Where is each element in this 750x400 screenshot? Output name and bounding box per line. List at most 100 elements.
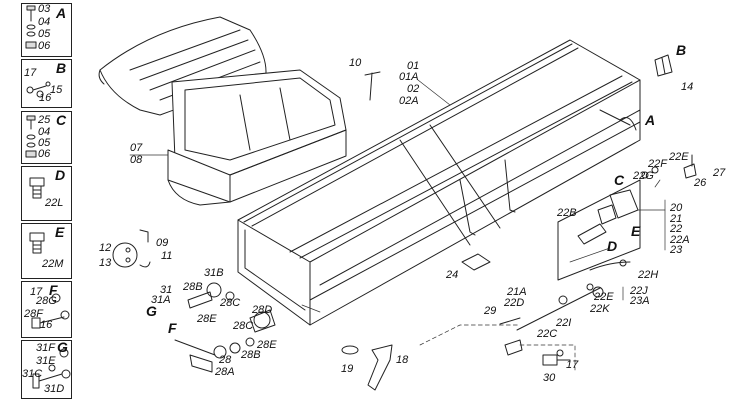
label-22a: 22A [670, 234, 690, 246]
label-22i: 22I [556, 317, 572, 329]
label-28b: 28B [183, 281, 203, 293]
cover-plate [461, 253, 491, 271]
inset-g-part-3: 31C [22, 368, 43, 380]
inset-f-part-4: 16 [40, 319, 53, 331]
inset-box-d [21, 166, 72, 221]
label-12: 12 [99, 242, 112, 254]
label-01a: 01A [399, 71, 419, 83]
label-24: 24 [446, 269, 459, 281]
label-31: 31 [160, 284, 173, 296]
label-22g: 22G [633, 170, 654, 182]
label-30: 30 [543, 372, 556, 384]
label-07: 07 [130, 142, 143, 154]
label-11: 11 [161, 250, 173, 262]
leader-lines [129, 79, 666, 371]
label-18: 18 [396, 354, 409, 366]
label-13: 13 [99, 257, 112, 269]
label-28e-2: 28E [257, 339, 277, 351]
bolt-spacer-icon-g [32, 348, 71, 389]
inset-a-letter: A [56, 5, 67, 21]
inset-f-part-1: 17 [30, 286, 43, 298]
label-02a: 02A [399, 95, 419, 107]
label-22e-top: 22E [669, 151, 689, 163]
inset-f-letter: F [49, 282, 58, 298]
pin-icon [364, 71, 381, 101]
label-22b: 22B [557, 207, 577, 219]
label-letter-a-main: A [645, 112, 656, 128]
label-31b: 31B [204, 267, 224, 279]
inset-d-part: 22L [45, 197, 64, 209]
inset-a-part-4: 06 [38, 40, 51, 52]
label-21a: 21A [507, 286, 527, 298]
inset-b-part-1: 17 [24, 67, 37, 79]
inset-b-letter: B [56, 60, 67, 76]
label-28d: 28D [252, 304, 273, 316]
inset-c-letter: C [56, 112, 67, 128]
label-22d: 22D [504, 297, 525, 309]
label-28b-2: 28B [241, 349, 261, 361]
inset-g-letter: G [57, 339, 68, 355]
inset-b-part-2: 15 [50, 84, 63, 96]
inset-e-part: 22M [42, 258, 64, 270]
label-22e-low: 22E [594, 291, 614, 303]
label-08: 08 [130, 154, 143, 166]
label-09: 09 [156, 237, 169, 249]
inset-box-e [21, 223, 72, 279]
spreader-frame [237, 39, 641, 326]
label-22k: 22K [590, 303, 610, 315]
bolt-washer-nut-icon-c [25, 115, 37, 158]
drive-shaft [557, 179, 641, 281]
label-22j: 22J [630, 285, 648, 297]
inset-g-part-1: 31F [36, 342, 55, 354]
bracket-icon [654, 54, 673, 77]
inset-a-part-2: 04 [38, 16, 51, 28]
inset-f-part-3: 28F [24, 308, 43, 320]
inset-g-part-2: 31E [36, 355, 56, 367]
inset-c-part-4: 06 [38, 148, 51, 160]
label-23: 23 [670, 244, 683, 256]
inset-e-letter: E [55, 224, 65, 240]
label-letter-c-main: C [614, 172, 625, 188]
bolt-spacer-icon [31, 293, 70, 329]
label-28: 28 [219, 354, 232, 366]
inset-g-part-4: 31D [44, 383, 65, 395]
bolt-icon [26, 81, 51, 98]
label-28a: 28A [215, 366, 235, 378]
label-22f: 22F [648, 158, 667, 170]
inset-c-part-3: 05 [38, 137, 51, 149]
auger-parts [499, 283, 604, 366]
label-28c-2: 28C [233, 320, 254, 332]
label-26: 26 [694, 177, 707, 189]
label-28c: 28C [220, 297, 241, 309]
bolt-washer-nut-icon [25, 5, 37, 49]
label-letter-e-main: E [631, 223, 641, 239]
label-22: 22 [670, 223, 683, 235]
inset-c-part-1: 25 [38, 114, 51, 126]
discharge-chute [341, 344, 393, 391]
label-19: 19 [341, 363, 354, 375]
inset-a-part-1: 03 [38, 3, 51, 15]
latch-parts [112, 229, 151, 268]
label-21: 21 [670, 213, 683, 225]
label-22h: 22H [638, 269, 659, 281]
label-28e: 28E [197, 313, 217, 325]
inset-d-letter: D [55, 167, 66, 183]
grease-fitting-icon-e [29, 232, 45, 254]
label-01: 01 [407, 60, 420, 72]
inset-box-g [21, 340, 72, 399]
label-20: 20 [670, 202, 683, 214]
label-02: 02 [407, 83, 420, 95]
drive-shaft-assembly [174, 282, 276, 373]
label-letter-f-main: F [168, 320, 177, 336]
inset-box-f [21, 281, 72, 338]
label-14: 14 [681, 81, 694, 93]
label-29: 29 [484, 305, 497, 317]
inset-a-part-3: 05 [38, 28, 51, 40]
label-31a: 31A [151, 294, 171, 306]
inset-b-part-3: 16 [39, 92, 52, 104]
hopper-lid [98, 16, 347, 206]
gearbox-assembly [597, 154, 697, 225]
grease-fitting-icon [29, 177, 45, 199]
